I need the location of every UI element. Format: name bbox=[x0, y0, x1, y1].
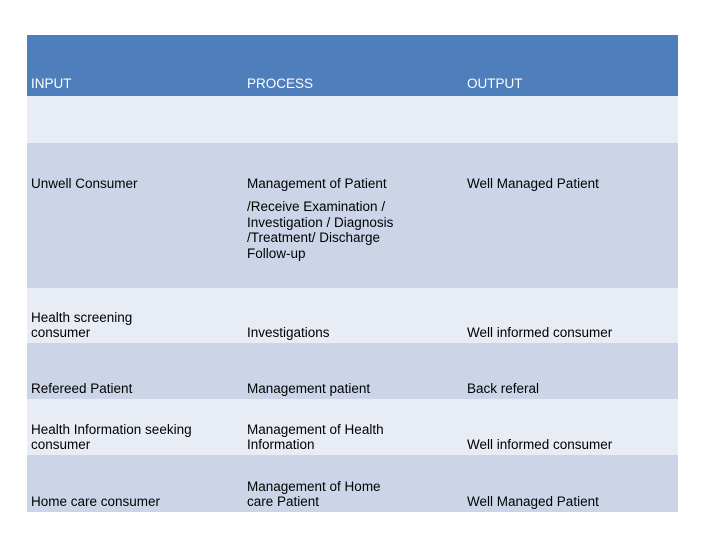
cell-input: Health Information seeking consumer bbox=[27, 399, 243, 455]
cell-process: Investigations bbox=[243, 288, 463, 343]
cell-process bbox=[243, 96, 463, 143]
cell-input: Refereed Patient bbox=[27, 343, 243, 399]
cell-input bbox=[27, 96, 243, 143]
cell-output: Well Managed Patient bbox=[463, 455, 678, 512]
cell-process: Management of Home care Patient bbox=[243, 455, 463, 512]
cell-output bbox=[463, 96, 678, 143]
cell-process: /Receive Examination / Investigation / D… bbox=[243, 194, 463, 288]
table-row: Refereed Patient Management patient Back… bbox=[27, 343, 678, 399]
header-cell-process: PROCESS bbox=[243, 35, 463, 96]
cell-input: Home care consumer bbox=[27, 455, 243, 512]
cell-output bbox=[463, 194, 678, 288]
cell-output: Well Managed Patient bbox=[463, 143, 678, 194]
table-row: Health Information seeking consumer Mana… bbox=[27, 399, 678, 455]
cell-output: Well informed consumer bbox=[463, 288, 678, 343]
cell-output: Well informed consumer bbox=[463, 399, 678, 455]
cell-process: Management of Health Information bbox=[243, 399, 463, 455]
cell-input: Health screening consumer bbox=[27, 288, 243, 343]
table-row: Unwell Consumer Management of Patient We… bbox=[27, 143, 678, 194]
cell-output: Back referal bbox=[463, 343, 678, 399]
header-cell-output: OUTPUT bbox=[463, 35, 678, 96]
matrix-table: INPUT PROCESS OUTPUT Unwell Consumer Man… bbox=[27, 35, 678, 512]
cell-process: Management of Patient bbox=[243, 143, 463, 194]
table-header-row: INPUT PROCESS OUTPUT bbox=[27, 35, 678, 96]
table-row bbox=[27, 96, 678, 143]
cell-input bbox=[27, 194, 243, 288]
table-row: /Receive Examination / Investigation / D… bbox=[27, 194, 678, 288]
input-process-output-table: INPUT PROCESS OUTPUT Unwell Consumer Man… bbox=[27, 35, 678, 512]
table-row: Health screening consumer Investigations… bbox=[27, 288, 678, 343]
header-cell-input: INPUT bbox=[27, 35, 243, 96]
cell-input: Unwell Consumer bbox=[27, 143, 243, 194]
table-row: Home care consumer Management of Home ca… bbox=[27, 455, 678, 512]
cell-process: Management patient bbox=[243, 343, 463, 399]
